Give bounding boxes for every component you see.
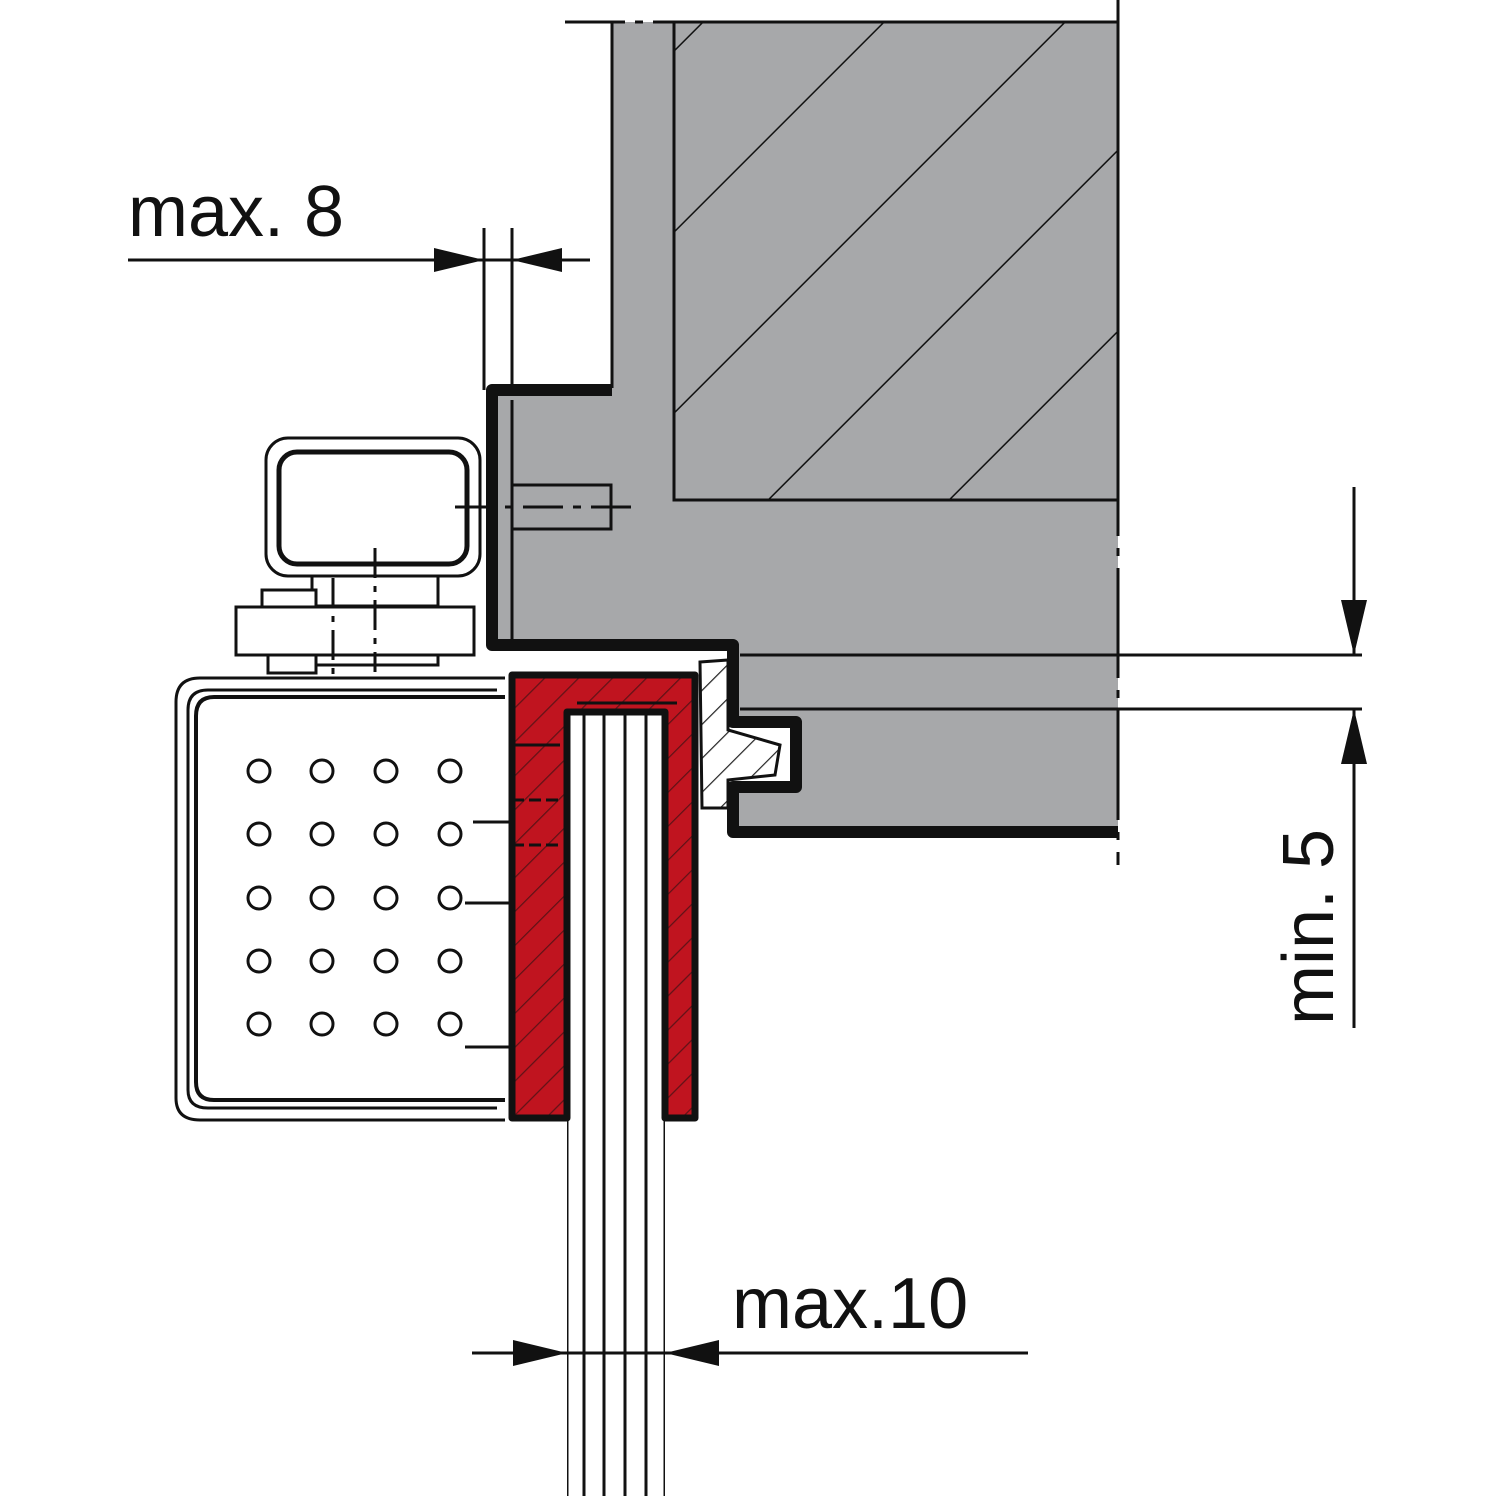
lower-clamp [174, 676, 578, 1122]
dimension-side-overlap: min. 5 [740, 487, 1367, 1028]
dim-label-bottom-thickness: max.10 [732, 1264, 968, 1344]
upper-clamp [234, 436, 633, 690]
grip-dot-grid [246, 758, 463, 1037]
gasket-clip [698, 658, 782, 810]
glass-panel [567, 712, 665, 1496]
arrow-up [1341, 709, 1367, 764]
arrow-down [1341, 600, 1367, 655]
frame-outline [486, 384, 1118, 838]
arrow-left [665, 1340, 719, 1366]
red-seal [508, 671, 699, 1122]
frame-profile [486, 0, 1120, 865]
arrow-right [512, 248, 562, 272]
dim-label-top-gap: max. 8 [128, 172, 344, 252]
arrow-right [513, 1340, 567, 1366]
frame-core-hatched [672, 20, 1120, 502]
arrow-left [434, 248, 484, 272]
dimension-bottom-thickness: max.10 [472, 1264, 1028, 1366]
dim-label-side-overlap: min. 5 [1269, 829, 1349, 1025]
dimension-top-gap: max. 8 [128, 172, 590, 390]
